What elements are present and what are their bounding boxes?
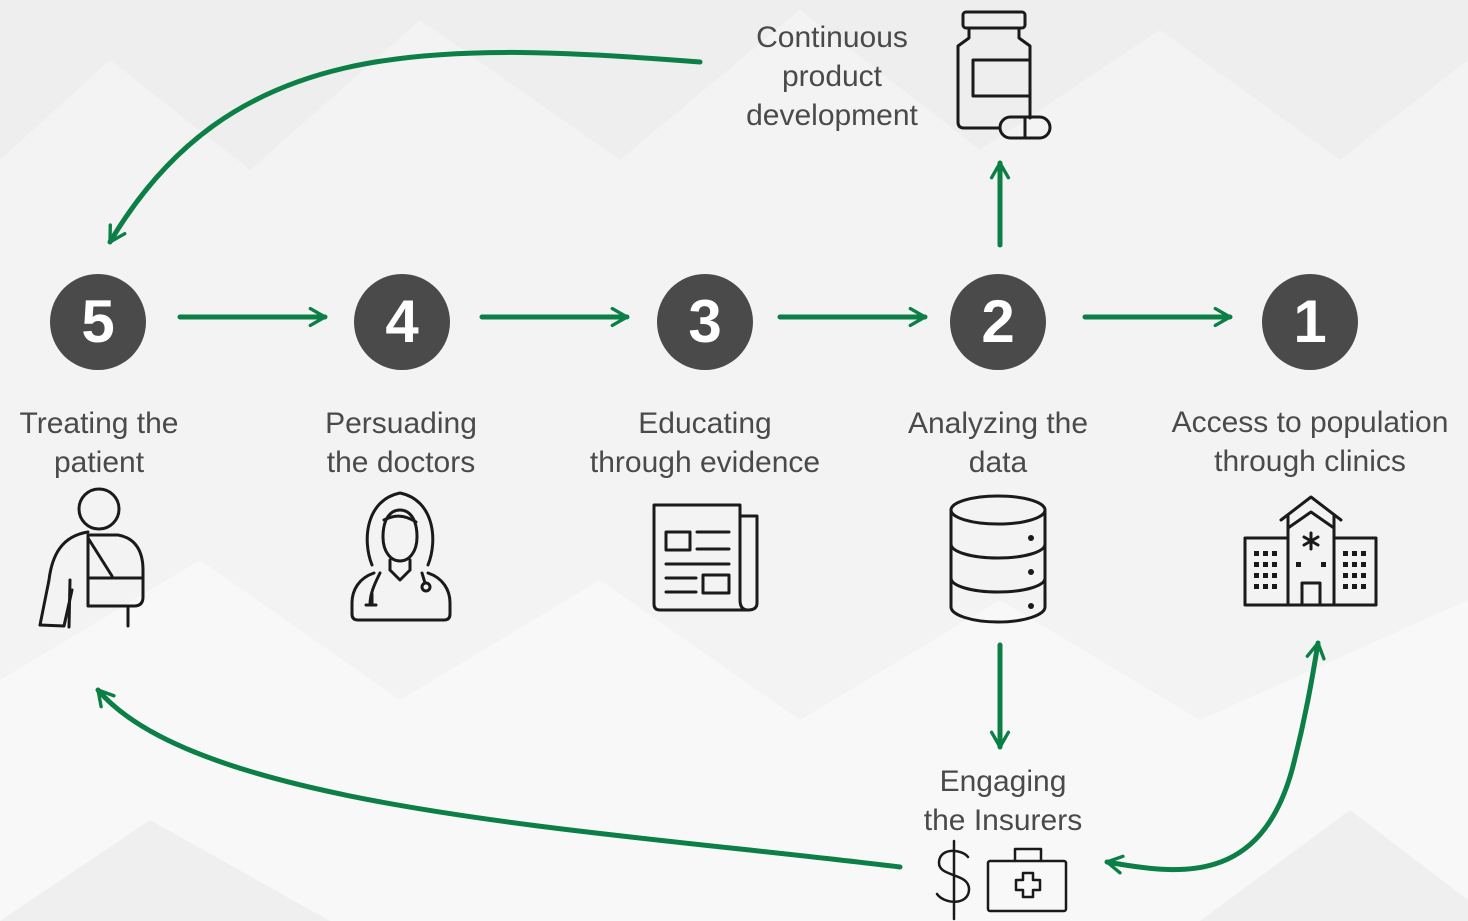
step-5-label-line-2: patient	[53, 446, 145, 479]
step-2-label-line-2: data	[968, 446, 1028, 479]
doctor-icon	[350, 491, 452, 622]
step-5-circle: 5	[50, 274, 146, 370]
step-5-number: 5	[81, 288, 115, 355]
medical-kit-icon	[986, 847, 1068, 913]
step-1-label: Access to population through clinics	[1155, 403, 1465, 481]
arrow-insurers-to-5	[95, 687, 903, 870]
step-2-circle: 2	[950, 274, 1046, 370]
product-label-line-2: product	[781, 60, 883, 93]
step-1-circle: 1	[1262, 274, 1358, 370]
step-3-label-line-1: Educating	[638, 407, 772, 440]
step-1-label-line-1: Access to population	[1171, 406, 1449, 439]
newspaper-icon	[652, 503, 759, 612]
dollar-sign-icon	[935, 839, 971, 921]
insurers-label: Engaging the Insurers	[893, 762, 1113, 840]
step-2-label-line-1: Analyzing the	[907, 407, 1089, 440]
database-icon	[949, 494, 1047, 624]
insurers-label-line-1: Engaging	[939, 765, 1067, 798]
hospital-icon	[1243, 495, 1378, 607]
step-5-label-line-1: Treating the	[19, 407, 179, 440]
step-4-circle: 4	[354, 274, 450, 370]
product-label-line-3: development	[746, 99, 918, 132]
step-4-label: Persuading the doctors	[301, 404, 501, 482]
step-1-number: 1	[1293, 288, 1327, 355]
step-1-label-line-2: through clinics	[1214, 445, 1406, 478]
step-4-label-line-2: the doctors	[326, 446, 476, 479]
insurers-label-line-2: the Insurers	[923, 804, 1083, 837]
step-3-circle: 3	[657, 274, 753, 370]
product-label-line-1: Continuous	[756, 21, 908, 54]
injured-patient-icon	[38, 487, 145, 629]
medicine-bottle-icon	[956, 10, 1052, 140]
hospital-windows	[1254, 551, 1366, 589]
step-2-label: Analyzing the data	[888, 404, 1108, 482]
step-4-number: 4	[385, 288, 419, 355]
step-4-label-line-1: Persuading	[325, 407, 477, 440]
arrow-insurers-to-1	[1104, 640, 1326, 875]
step-5-label: Treating the patient	[0, 404, 198, 482]
step-3-label-line-2: through evidence	[589, 446, 821, 479]
arrow-product-to-5	[107, 49, 703, 245]
product-development-label: Continuous product development	[720, 18, 944, 135]
step-2-number: 2	[981, 288, 1015, 355]
step-3-number: 3	[688, 288, 722, 355]
step-3-label: Educating through evidence	[565, 404, 845, 482]
